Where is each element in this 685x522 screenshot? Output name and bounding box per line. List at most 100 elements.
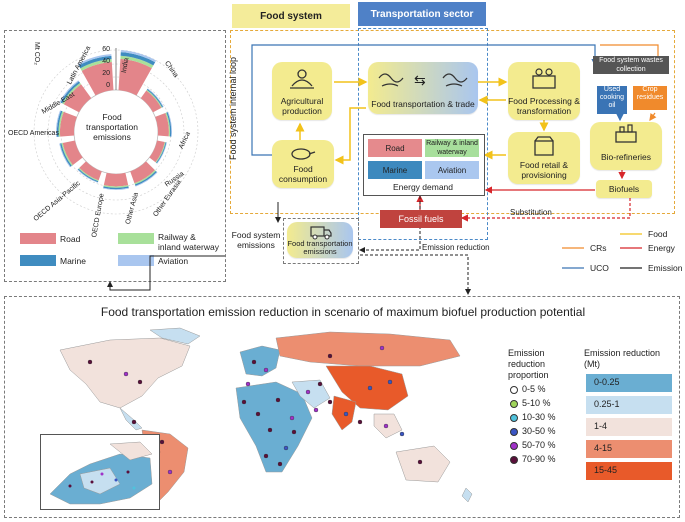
radial-bar-segment <box>63 84 92 113</box>
proportion-legend-label: 70-90 % <box>522 454 556 464</box>
legend-uco: UCO <box>590 263 609 273</box>
legend-railway-swatch <box>118 233 154 244</box>
reduction-legend-label: 0.25-1 <box>594 399 620 409</box>
radial-bar-segment <box>120 52 156 66</box>
radial-bar-segment <box>77 169 98 183</box>
radial-bar-segment <box>156 142 167 164</box>
mode-aviation: Aviation <box>425 161 479 179</box>
country-dot <box>159 439 165 445</box>
country-dot <box>267 427 273 433</box>
food-consumption-label: Food consumption <box>278 164 328 184</box>
country-dot <box>313 407 319 413</box>
radial-bar-segment <box>77 168 99 183</box>
food-trade-node: ⇆ Food transportation & trade <box>368 62 478 114</box>
reduction-legend-swatch <box>586 462 672 480</box>
radial-bar-segment <box>165 112 171 137</box>
flow-legend-lines-right <box>620 233 642 269</box>
radial-bar-segment <box>140 90 162 113</box>
europe-inset-map <box>40 434 160 510</box>
radial-bar-segment <box>130 161 155 184</box>
country-dot <box>383 423 389 429</box>
map-panel <box>4 296 680 518</box>
radial-bar-segment <box>62 140 83 166</box>
food-processing-label: Food Processing & transformation <box>508 96 580 116</box>
radial-tick: 60 <box>102 46 110 53</box>
radial-bar-segment <box>146 89 163 108</box>
radial-bar-segment <box>146 88 164 108</box>
country-dot <box>291 429 297 435</box>
radial-center-label: Food transportation emissions <box>86 112 138 142</box>
proportion-legend-label: 5-10 % <box>522 398 551 408</box>
country-dot <box>305 389 311 395</box>
legend-emission: Emission <box>648 263 683 273</box>
radial-bar-segment <box>61 142 73 166</box>
radial-bar-segment <box>166 112 172 137</box>
radial-bar-segment <box>120 50 157 63</box>
radial-bar-segment <box>78 55 112 69</box>
radial-bar-segment <box>103 172 129 187</box>
food-retail-node: Food retail & provisioning <box>508 132 580 184</box>
food-system-emissions-label: Food system emissions <box>231 230 281 250</box>
reduction-legend-label: 0-0.25 <box>594 377 620 387</box>
legend-railway-label: Railway & inland waterway <box>158 232 219 252</box>
proportion-legend-dot <box>510 414 518 422</box>
radial-bar-segment <box>167 111 172 137</box>
food-transport-emissions-label: Food transportation emissions <box>287 239 353 256</box>
substitution-label: Substitution <box>510 208 552 217</box>
biorefineries-label: Bio-refineries <box>600 152 652 162</box>
country-dot <box>283 445 289 451</box>
radial-ticks: 60 40 20 0 <box>96 46 110 94</box>
country-dot <box>167 469 173 475</box>
reduction-legend-label: 15-45 <box>594 465 618 475</box>
legend-crs: CRs <box>590 243 607 253</box>
world-map <box>59 327 473 505</box>
legend-marine-label: Marine <box>60 256 86 266</box>
map-title: Food transportation emission reduction i… <box>100 305 586 319</box>
pan-icon <box>291 148 316 160</box>
country-dot <box>263 453 269 459</box>
radial-bar-segment <box>77 54 112 66</box>
reduction-legend-swatch <box>586 418 672 436</box>
country-dot <box>379 345 385 351</box>
radial-bar-segment <box>78 167 99 182</box>
world-icon <box>442 73 468 87</box>
transportation-sector-box <box>358 28 488 240</box>
proportion-legend-label: 0-5 % <box>522 384 546 394</box>
legend-energy: Energy <box>648 243 675 253</box>
transportation-sector-header: Transportation sector <box>358 2 486 26</box>
country-dots <box>87 345 423 475</box>
country-dot <box>255 411 261 417</box>
radial-chart-panel <box>4 30 226 282</box>
radial-bar-segment <box>81 62 114 96</box>
proportion-legend-dot <box>510 400 518 408</box>
country-dot <box>367 385 373 391</box>
country-dot <box>263 367 269 373</box>
country-dot <box>289 415 295 421</box>
radial-bar-segment <box>155 112 169 137</box>
radial-bar-segment <box>134 170 157 186</box>
radial-tick: 40 <box>102 58 110 65</box>
biofuels-node: Biofuels <box>596 180 652 198</box>
food-transport-emissions-node: Food transportation emissions <box>287 222 353 258</box>
legend-aviation-label: Aviation <box>158 256 189 266</box>
country-dot <box>417 459 423 465</box>
food-system-emissions-box <box>283 218 359 264</box>
proportion-legend-label: 50-70 % <box>522 440 556 450</box>
country-dot <box>131 419 137 425</box>
proportion-legend-dot <box>510 386 518 394</box>
crop-residues-node: Crop residues <box>633 86 667 110</box>
radial-bar-segment <box>120 55 154 69</box>
swap-arrow-icon: ⇆ <box>414 72 426 88</box>
proportion-legend-label: 10-30 % <box>522 412 556 422</box>
proportion-legend-dot <box>510 428 518 436</box>
wastes-collection-node: Food system wastes collection <box>593 56 669 74</box>
factory-icon <box>532 68 556 89</box>
radial-bar-segment <box>56 110 63 137</box>
radial-tick: 0 <box>106 82 110 89</box>
reduction-legend-swatch <box>586 440 672 458</box>
country-dot <box>87 359 93 365</box>
mode-road: Road <box>368 139 422 157</box>
radial-bar-segment <box>80 59 112 71</box>
radial-chart <box>33 48 199 215</box>
proportion-legend-title: Emission reduction proportion <box>508 348 549 380</box>
